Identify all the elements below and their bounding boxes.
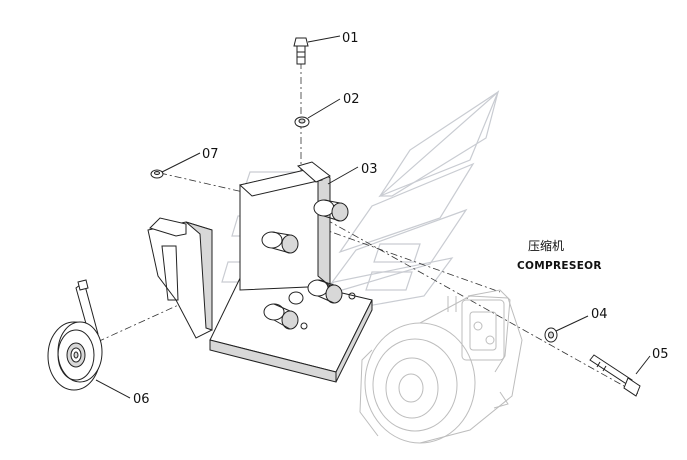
callout-06: 06 bbox=[133, 392, 150, 407]
callout-07: 07 bbox=[202, 147, 219, 162]
callout-04: 04 bbox=[591, 307, 608, 322]
compressor-label-chinese: 压缩机 bbox=[528, 238, 564, 253]
compressor-label: 压缩机 COMPRESEOR bbox=[517, 238, 602, 272]
compressor-label-english: COMPRESEOR bbox=[517, 260, 602, 272]
part-02-washer bbox=[294, 116, 310, 128]
part-01-bolt bbox=[293, 37, 309, 65]
part-04-nut bbox=[544, 327, 558, 343]
part-06-idler-pulley bbox=[47, 279, 103, 391]
callout-01: 01 bbox=[342, 31, 359, 46]
boss-cylinders bbox=[261, 199, 356, 330]
leader-lines bbox=[95, 35, 651, 399]
mounting-bracket bbox=[147, 161, 373, 383]
part-07-washer bbox=[150, 169, 164, 179]
compressor-ghost bbox=[359, 289, 523, 444]
part-05-bolt bbox=[589, 354, 641, 397]
callout-03: 03 bbox=[361, 162, 378, 177]
callout-05: 05 bbox=[652, 347, 669, 362]
callout-labels: 01 02 03 04 05 06 07 bbox=[133, 31, 669, 407]
callout-02: 02 bbox=[343, 92, 360, 107]
